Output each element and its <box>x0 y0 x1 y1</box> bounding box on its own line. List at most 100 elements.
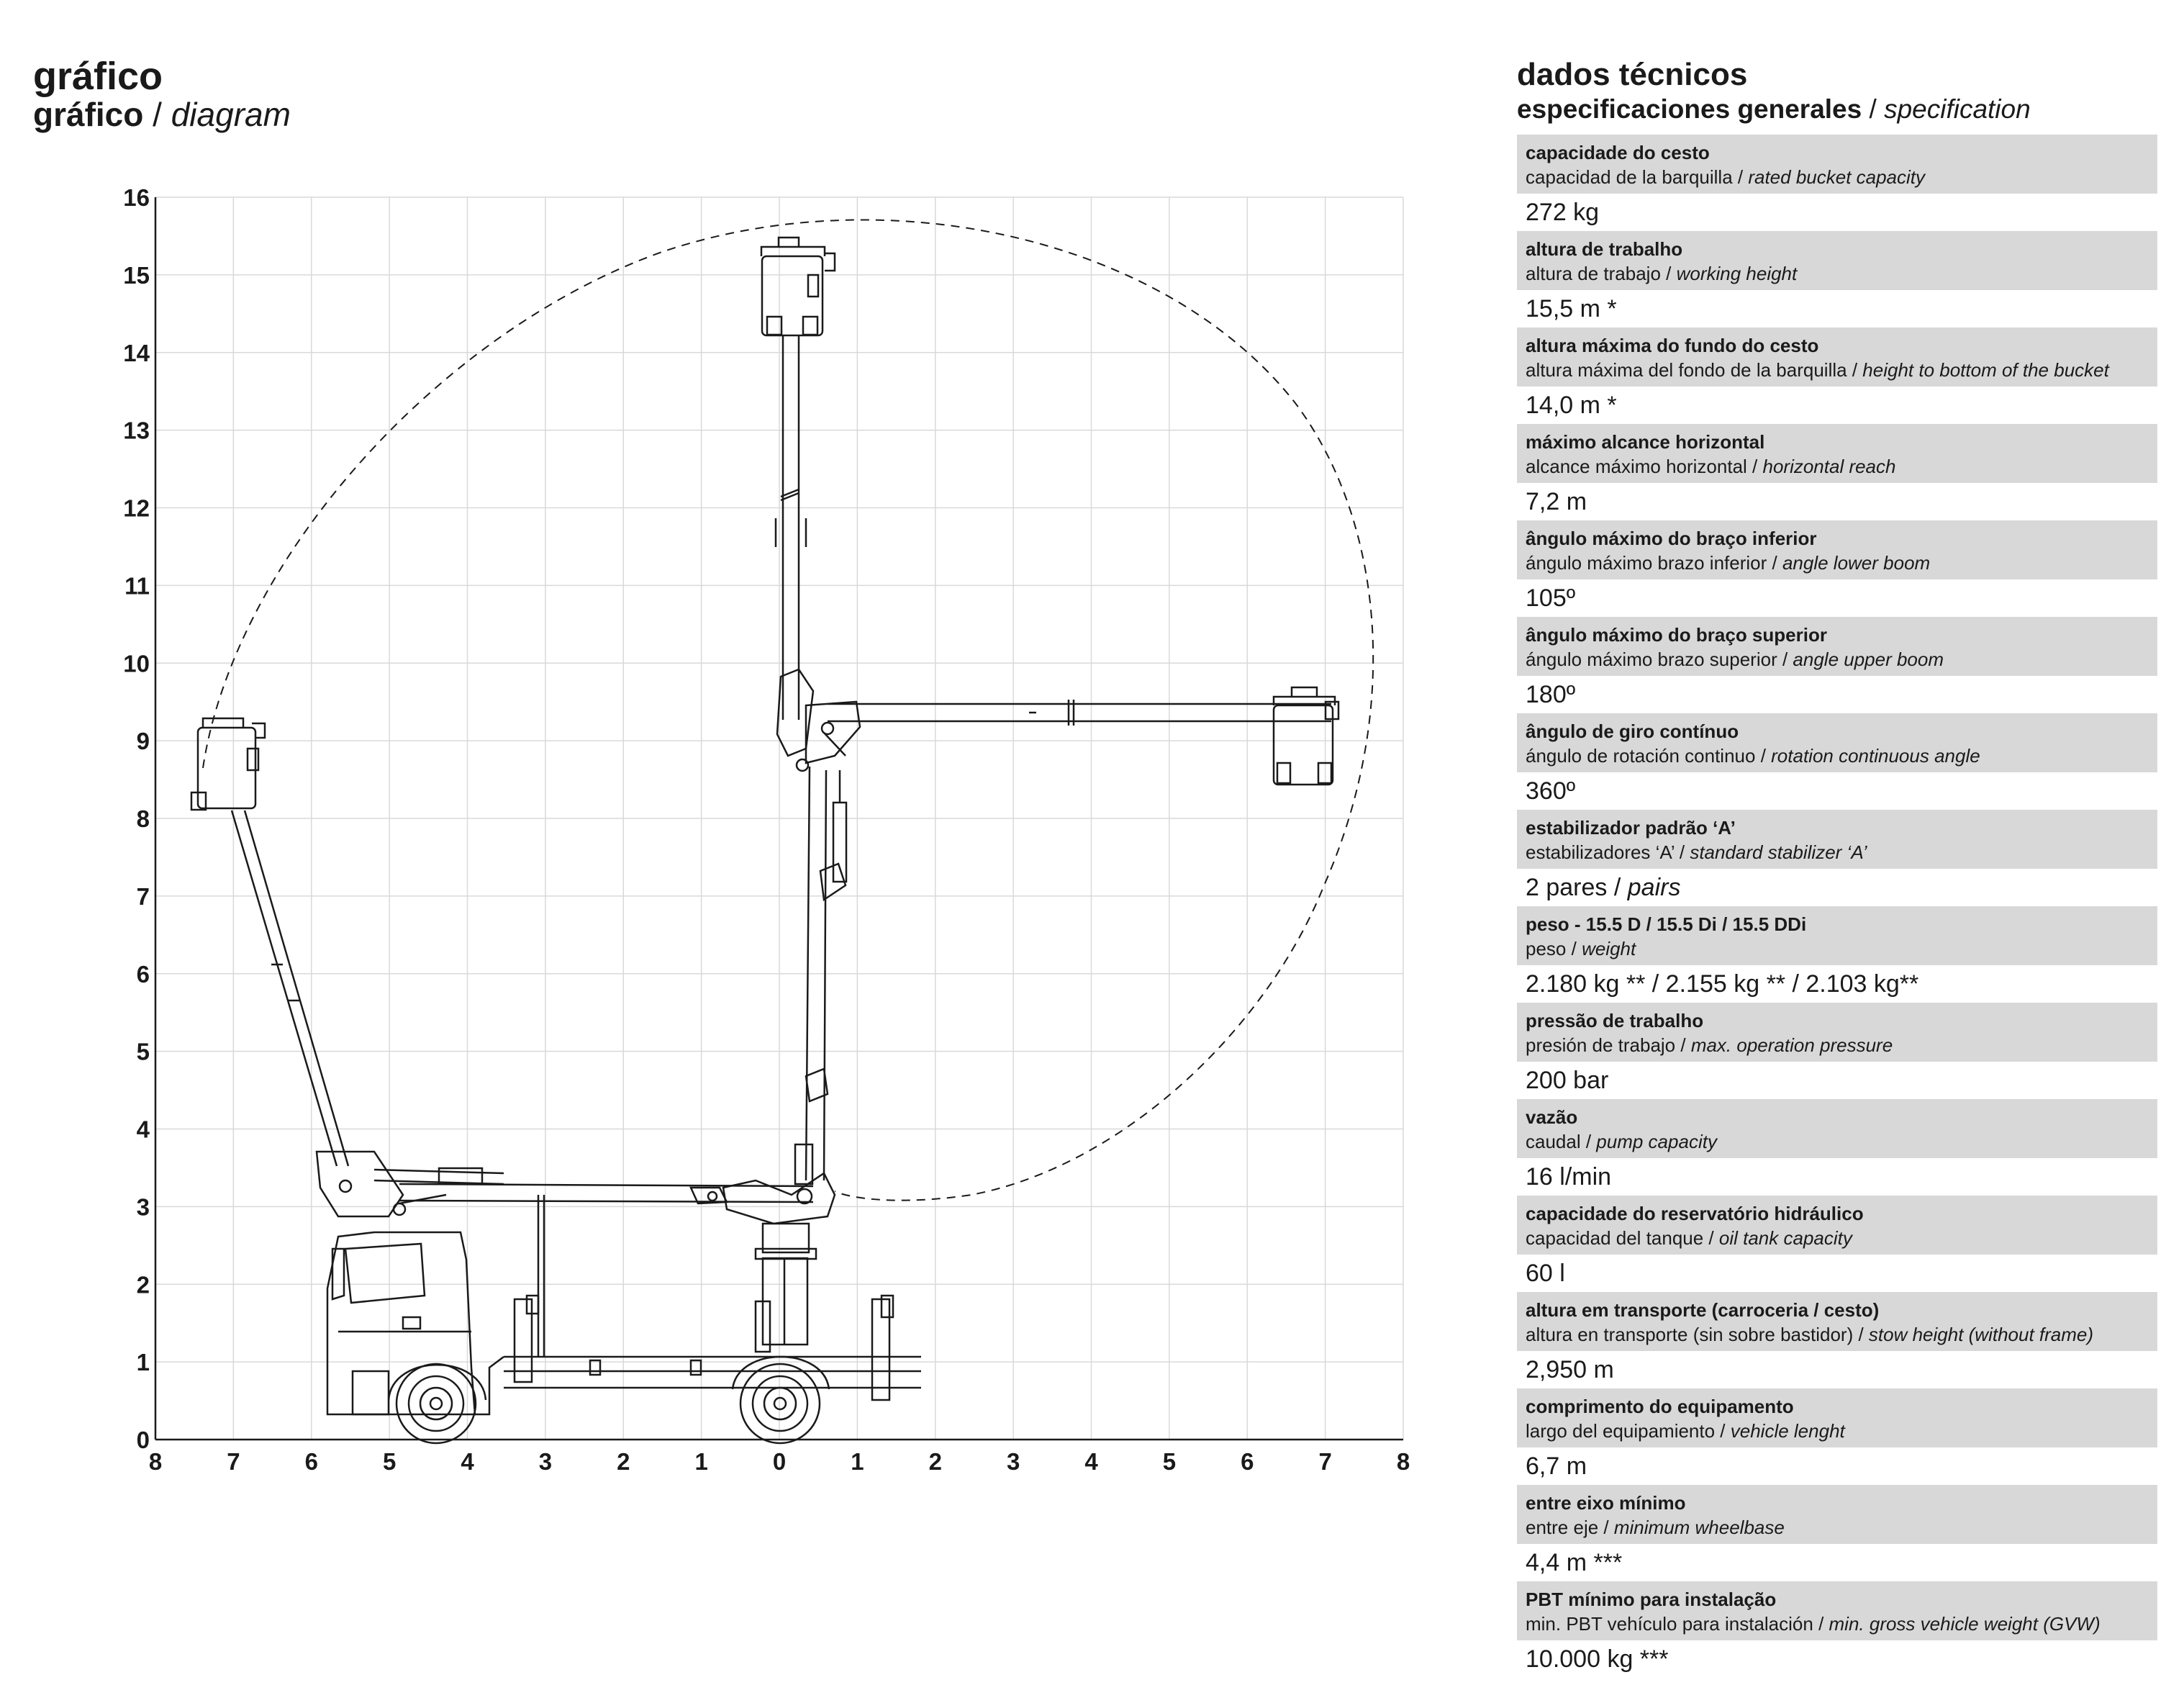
spec-label-es: ángulo de rotación continuo <box>1526 745 1756 767</box>
x-tick-label: 5 <box>383 1448 396 1475</box>
spec-label-es: caudal <box>1526 1131 1581 1153</box>
left-bucket <box>190 717 266 811</box>
spec-label-en: angle lower boom <box>1782 552 1931 574</box>
diagram-subtitle-en: diagram <box>171 95 291 133</box>
diagram-subtitle: gráfico / diagram <box>33 95 291 133</box>
spec-label-es: ángulo máximo brazo superior <box>1526 649 1777 671</box>
spec-label-es-en: ángulo máximo brazo inferior / angle low… <box>1526 551 2149 575</box>
y-tick-label: 5 <box>137 1039 150 1065</box>
rear-wheel <box>731 1355 830 1445</box>
spec-separator: / <box>1675 1034 1691 1057</box>
spec-label-en: minimum wheelbase <box>1613 1517 1785 1539</box>
y-tick-label: 12 <box>123 495 150 522</box>
spec-label-en: height to bottom of the bucket <box>1862 359 2109 381</box>
y-tick-label: 9 <box>137 728 150 754</box>
spec-label-es-en: alcance máximo horizontal / horizontal r… <box>1526 454 2149 479</box>
spec-label-en: horizontal reach <box>1762 456 1896 478</box>
spec-label-pt: ângulo máximo do braço superior <box>1526 624 1827 646</box>
spec-value: 10.000 kg *** <box>1517 1640 2157 1678</box>
y-tick-label: 3 <box>137 1193 150 1220</box>
spec-label-es-en: capacidad del tanque / oil tank capacity <box>1526 1226 2149 1250</box>
spec-value-text: 272 kg <box>1526 199 1600 227</box>
spec-label-pt: capacidade do cesto <box>1526 142 1710 164</box>
y-tick-label: 7 <box>137 883 150 910</box>
spec-separator: / <box>1732 166 1749 189</box>
diagram-grid <box>154 196 1404 1441</box>
spec-label-es: ángulo máximo brazo inferior <box>1526 552 1767 574</box>
spec-value-text: 4,4 m *** <box>1526 1549 1623 1577</box>
spec-label-pt: pressão de trabalho <box>1526 1010 1704 1032</box>
spec-label-pt: altura em transporte (carroceria / cesto… <box>1526 1299 1880 1322</box>
spec-value: 60 l <box>1517 1255 2157 1292</box>
spec-value: 2.180 kg ** / 2.155 kg ** / 2.103 kg** <box>1517 965 2157 1003</box>
spec-separator: / <box>1703 1227 1719 1250</box>
spec-value-text: 2 pares <box>1526 874 1608 902</box>
spec-label-es-en: altura máxima del fondo de la barquilla … <box>1526 358 2149 382</box>
x-tick-label: 8 <box>149 1448 162 1475</box>
spec-label-es-en: estabilizadores ‘A’ / standard stabilize… <box>1526 840 2149 864</box>
spec-label-en: vehicle lenght <box>1730 1420 1845 1442</box>
spec-value: 360º <box>1517 772 2157 810</box>
lower-vertical-boom <box>794 766 848 1185</box>
x-tick-label: 6 <box>1241 1448 1254 1475</box>
y-tick-label: 15 <box>123 262 150 289</box>
spec-value-text: 2.180 kg ** / 2.155 kg ** / 2.103 kg** <box>1526 970 1919 998</box>
spec-value-text: 7,2 m <box>1526 488 1587 516</box>
y-tick-label: 8 <box>137 805 150 832</box>
x-tick-label: 3 <box>539 1448 552 1475</box>
spec-separator: / <box>1660 263 1677 285</box>
y-tick-label: 14 <box>123 340 150 366</box>
spec-label-pt: estabilizador padrão ‘A’ <box>1526 817 1736 839</box>
spec-separator: / <box>1813 1613 1829 1635</box>
spec-value-text: 10.000 kg *** <box>1526 1645 1669 1673</box>
spec-label-es: capacidad de la barquilla <box>1526 166 1733 189</box>
spec-value: 4,4 m *** <box>1517 1544 2157 1581</box>
y-tick-label: 1 <box>137 1349 150 1375</box>
spec-separator: / <box>1598 1517 1614 1539</box>
spec-label-es-en: ángulo de rotación continuo / rotation c… <box>1526 744 2149 768</box>
spec-separator: / <box>1853 1324 1869 1346</box>
x-tick-label: 7 <box>1318 1448 1331 1475</box>
spec-label-pt: altura de trabalho <box>1526 238 1683 261</box>
spec-value: 6,7 m <box>1517 1447 2157 1485</box>
spec-item: ângulo máximo do braço superior ángulo má… <box>1517 617 2157 713</box>
spec-separator: / <box>1777 649 1793 671</box>
x-tick-label: 4 <box>461 1448 474 1475</box>
diagram-header: gráfico gráfico / diagram <box>33 56 291 132</box>
spec-value: 14,0 m * <box>1517 387 2157 424</box>
spec-value: 180º <box>1517 676 2157 713</box>
spec-label-es-en: presión de trabajo / max. operation pres… <box>1526 1033 2149 1057</box>
y-tick-label: 2 <box>137 1271 150 1298</box>
spec-label-es: altura máxima del fondo de la barquilla <box>1526 359 1847 381</box>
y-tick-label: 11 <box>124 572 150 599</box>
x-tick-label: 1 <box>694 1448 707 1475</box>
spec-label-pt: altura máxima do fundo do cesto <box>1526 335 1819 357</box>
spec-separator: / <box>1755 745 1772 767</box>
spec-separator: / <box>1566 938 1582 960</box>
left-upper-boom <box>230 810 350 1167</box>
spec-label-en: oil tank capacity <box>1718 1227 1852 1250</box>
spec-label-es-en: capacidad de la barquilla / rated bucket… <box>1526 165 2149 189</box>
truck-chassis <box>504 1195 921 1401</box>
x-tick-label: 2 <box>929 1448 942 1475</box>
spec-label-es: altura en transporte (sin sobre bastidor… <box>1526 1324 1854 1346</box>
specs-subtitle-en: specification <box>1884 94 2031 125</box>
spec-value: 2,950 m <box>1517 1351 2157 1388</box>
spec-value-text: 15,5 m * <box>1526 295 1617 323</box>
spec-label-en: standard stabilizer ‘A’ <box>1690 841 1867 864</box>
spec-item: altura em transporte (carroceria / cesto… <box>1517 1292 2157 1388</box>
